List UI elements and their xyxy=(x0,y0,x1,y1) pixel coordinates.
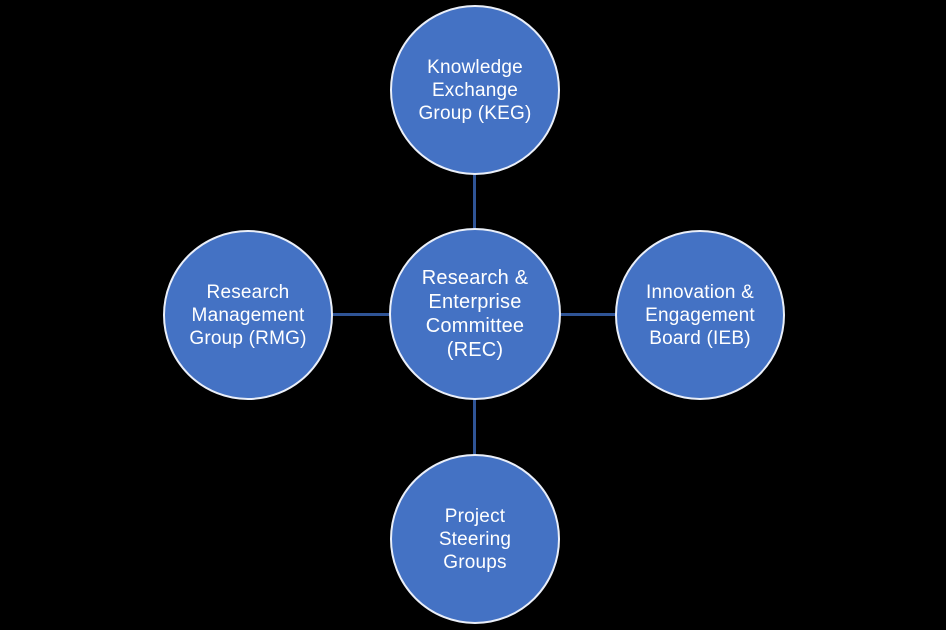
connector-rec-psg xyxy=(473,396,476,458)
node-psg-label: Project Steering Groups xyxy=(438,505,512,573)
node-rec-label: Research & Enterprise Committee (REC) xyxy=(421,267,529,361)
node-innovation-engagement-board: Innovation & Engagement Board (IEB) xyxy=(615,230,785,400)
node-project-steering-groups: Project Steering Groups xyxy=(390,454,560,624)
connector-rec-ieb xyxy=(558,313,618,316)
node-keg-label: Knowledge Exchange Group (KEG) xyxy=(418,56,532,124)
connector-rec-keg xyxy=(473,170,476,232)
node-rmg-label: Research Management Group (RMG) xyxy=(189,281,307,349)
node-research-management-group: Research Management Group (RMG) xyxy=(163,230,333,400)
connector-rec-rmg xyxy=(330,313,392,316)
node-research-enterprise-committee: Research & Enterprise Committee (REC) xyxy=(389,228,561,400)
node-ieb-label: Innovation & Engagement Board (IEB) xyxy=(645,281,755,349)
node-knowledge-exchange-group: Knowledge Exchange Group (KEG) xyxy=(390,5,560,175)
